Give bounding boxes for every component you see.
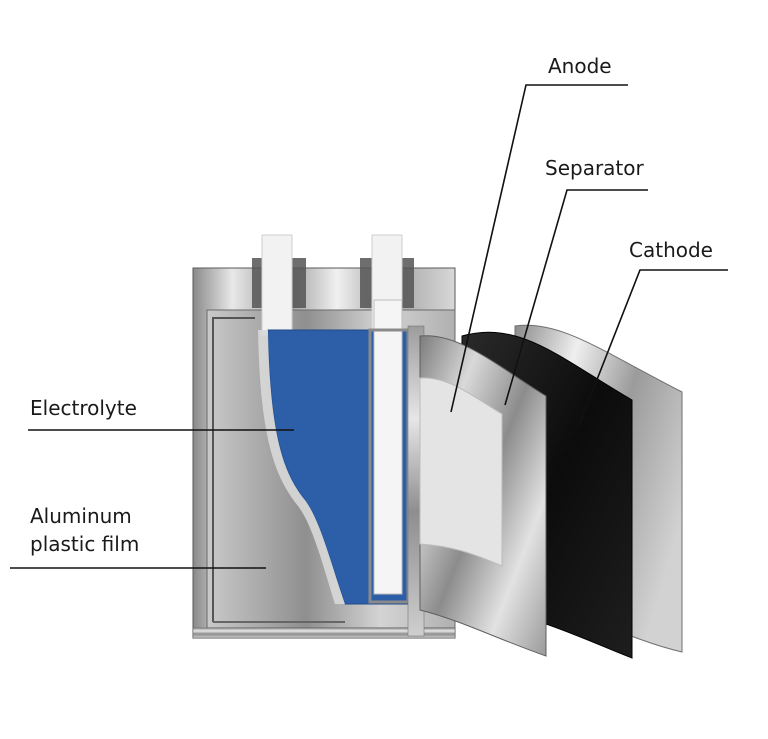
leader-cathode <box>577 269 728 429</box>
label-anode: Anode <box>548 54 612 78</box>
leader-anode <box>450 84 628 413</box>
pouch-bottom-seal <box>192 627 456 639</box>
tab-left <box>261 234 293 336</box>
leader-separator <box>504 189 648 406</box>
label-cathode: Cathode <box>629 238 713 262</box>
label-film-line2: plastic film <box>30 532 140 556</box>
label-aluminum-plastic-film: Aluminum plastic film <box>30 502 180 558</box>
leader-lines <box>10 84 728 569</box>
inner-tab-strip <box>373 299 403 595</box>
pouch-inner-edge <box>212 317 255 622</box>
anode-face <box>419 377 503 567</box>
electrolyte-shine <box>258 330 345 604</box>
label-electrolyte: Electrolyte <box>30 396 137 420</box>
label-film-line1: Aluminum <box>30 504 132 528</box>
label-separator: Separator <box>545 156 644 180</box>
